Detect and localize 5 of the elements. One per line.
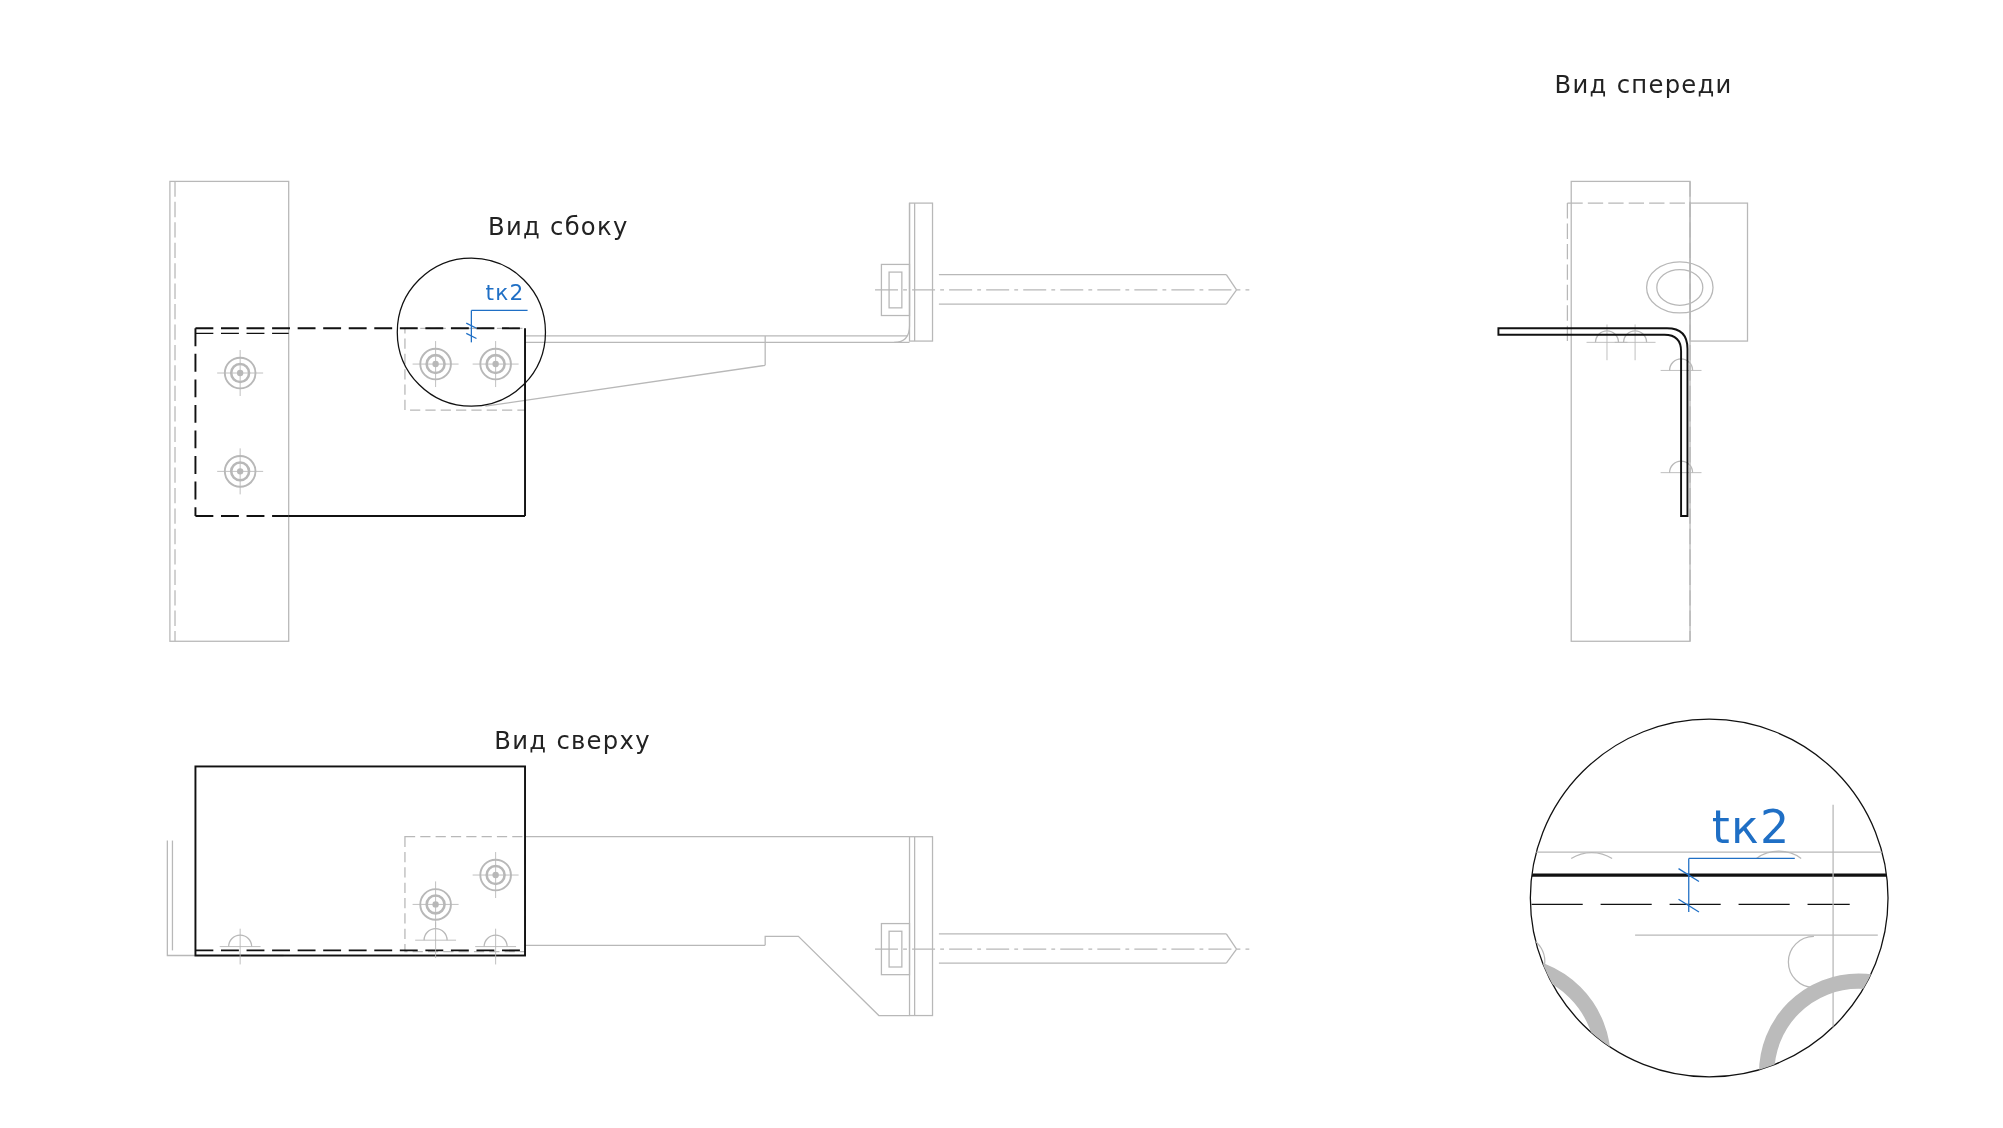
dimension-label: tк2 (1711, 804, 1791, 851)
view-title: Вид спереди (1554, 72, 1733, 98)
dimension-label: tк2 (485, 282, 525, 305)
view-title: Вид сверху (494, 728, 651, 753)
view-title: Вид сбоку (487, 214, 629, 239)
